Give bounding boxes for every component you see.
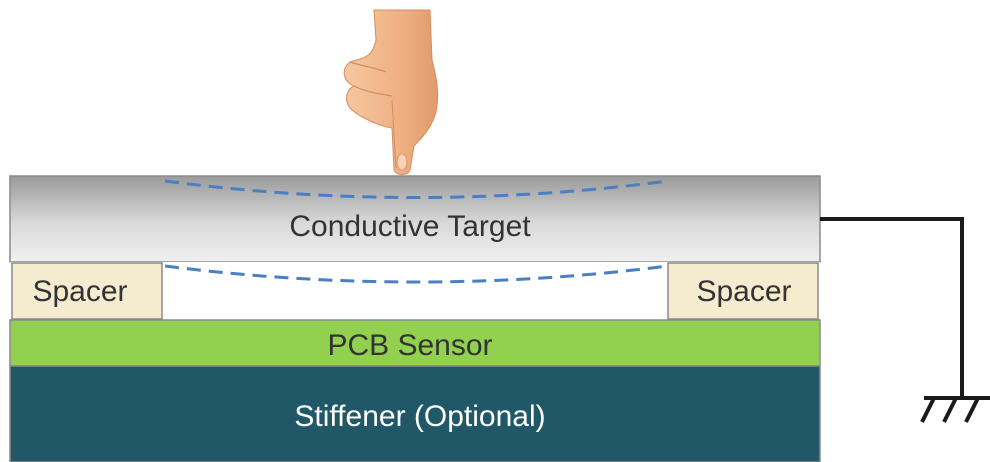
stiffener-layer	[9, 365, 821, 462]
stiffener-label: Stiffener (Optional)	[294, 400, 545, 433]
ground-symbol-icon	[920, 396, 990, 423]
ground-wire	[820, 217, 964, 398]
spacer-right-label: Spacer	[696, 275, 791, 308]
deflection-line-top	[164, 179, 669, 199]
spacer-right	[667, 262, 819, 320]
deflection-line-bottom	[164, 264, 669, 284]
spacer-left	[11, 262, 163, 320]
spacer-left-label: Spacer	[32, 275, 127, 308]
conductive-target-label: Conductive Target	[289, 210, 531, 243]
conductive-target-layer	[9, 175, 821, 263]
pcb-sensor-label: PCB Sensor	[327, 329, 492, 362]
pointing-finger-icon	[343, 9, 439, 175]
